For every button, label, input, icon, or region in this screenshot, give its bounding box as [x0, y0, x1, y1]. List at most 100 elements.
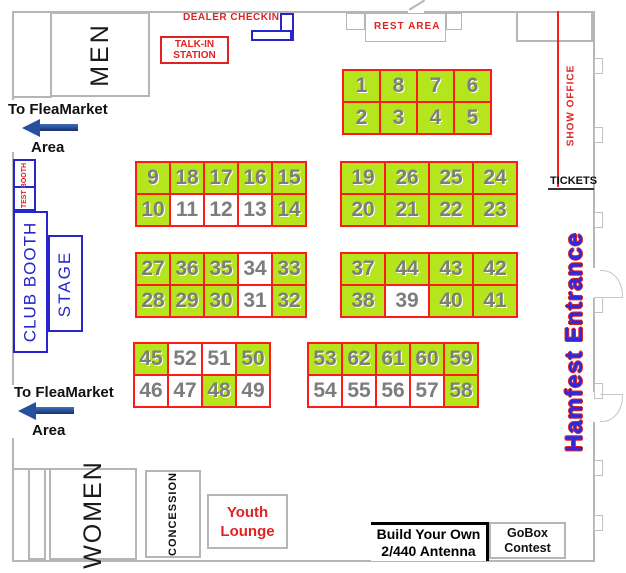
concession-label-wrap: CONCESSION: [145, 470, 201, 558]
booth-43: 43: [430, 254, 472, 284]
club-booth-label-wrap: CLUB BOOTH: [13, 211, 48, 353]
arrow-shaft: [38, 124, 78, 131]
booth-41: 41: [474, 286, 516, 316]
youth-lounge-line2: Lounge: [220, 522, 275, 540]
booth-61: 61: [377, 344, 409, 374]
booth-27: 27: [137, 254, 169, 284]
booth-31: 31: [239, 286, 271, 316]
build-antenna-box: Build Your Own 2/440 Antenna: [371, 522, 489, 561]
booth-23: 23: [474, 195, 516, 225]
men-room: [50, 12, 150, 97]
wall-left-lower: [12, 438, 14, 562]
women-side-cell: [28, 468, 46, 560]
booth-56: 56: [377, 376, 409, 406]
rest-area-flank-left: [346, 13, 365, 30]
booth-36: 36: [171, 254, 203, 284]
booth-10: 10: [137, 195, 169, 225]
gobox-line1: GoBox: [507, 525, 548, 540]
booth-18: 18: [171, 163, 203, 193]
booth-38: 38: [342, 286, 384, 316]
booth-9: 9: [137, 163, 169, 193]
tickets-label: TICKETS: [550, 175, 598, 187]
booth-57: 57: [411, 376, 443, 406]
stage-box: [48, 235, 83, 332]
booth-26: 26: [386, 163, 428, 193]
talk-in-line2: STATION: [173, 50, 216, 61]
women-room-label: WOMEN: [78, 459, 107, 569]
booth-25: 25: [430, 163, 472, 193]
booth-59: 59: [445, 344, 477, 374]
youth-lounge-box: Youth Lounge: [207, 494, 288, 549]
show-office-label: SHOW OFFICE: [565, 64, 577, 146]
booth-14: 14: [273, 195, 305, 225]
build-antenna-line1: Build Your Own: [376, 526, 481, 542]
booth-51: 51: [203, 344, 235, 374]
booth-33: 33: [273, 254, 305, 284]
arrow-head: [18, 402, 36, 420]
door-tab-6: [594, 460, 603, 476]
booth-15: 15: [273, 163, 305, 193]
concession-label: CONCESSION: [167, 472, 179, 556]
test-booth-box: [13, 159, 36, 211]
booth-24: 24: [474, 163, 516, 193]
doorway-right-2: [592, 392, 596, 422]
booth-46: 46: [135, 376, 167, 406]
booth-29: 29: [171, 286, 203, 316]
door-leaf-top: [408, 0, 426, 11]
flea-bottom-arrow-icon: [18, 402, 74, 420]
wall-bottom: [12, 560, 595, 562]
booth-2: 2: [344, 103, 379, 133]
women-room: [49, 468, 137, 560]
booth-39: 39: [386, 286, 428, 316]
booth-37: 37: [342, 254, 384, 284]
flea-bottom-line1: To FleaMarket: [14, 384, 114, 401]
booth-28: 28: [137, 286, 169, 316]
door-swing-2: [600, 394, 623, 422]
booth-22: 22: [430, 195, 472, 225]
test-booth-label: TEST BOOTH: [21, 162, 28, 208]
booth-58: 58: [445, 376, 477, 406]
booth-7: 7: [418, 71, 453, 101]
booth-13: 13: [239, 195, 271, 225]
wall-top-right: [424, 11, 594, 13]
door-tab-4: [594, 297, 603, 313]
rest-area-flank-right: [446, 13, 462, 30]
stage-label-wrap: STAGE: [48, 235, 83, 332]
arrow-head: [22, 119, 40, 137]
booth-49: 49: [237, 376, 269, 406]
booth-34: 34: [239, 254, 271, 284]
booth-54: 54: [309, 376, 341, 406]
booth-52: 52: [169, 344, 201, 374]
booth-47: 47: [169, 376, 201, 406]
flea-top-line2: Area: [31, 139, 65, 156]
women-room-label-wrap: WOMEN: [49, 460, 137, 569]
door-tab-2: [594, 127, 603, 143]
top-right-room: [516, 11, 593, 42]
booth-45: 45: [135, 344, 167, 374]
gobox-contest-box: GoBox Contest: [489, 522, 566, 559]
talk-in-station-box: TALK-IN STATION: [160, 36, 229, 64]
booth-30: 30: [205, 286, 237, 316]
rest-area-room: [365, 13, 446, 42]
test-booth-label-wrap: TEST BOOTH: [13, 159, 36, 211]
booth-3: 3: [381, 103, 416, 133]
booth-48: 48: [203, 376, 235, 406]
gobox-line2: Contest: [504, 540, 551, 555]
wall-top-left: [12, 11, 408, 13]
flea-top-arrow-icon: [22, 119, 78, 137]
booth-17: 17: [205, 163, 237, 193]
booth-21: 21: [386, 195, 428, 225]
arrow-shaft: [34, 407, 74, 414]
door-swing-1: [600, 270, 623, 298]
test-booth-divider: [15, 186, 34, 188]
men-room-label-wrap: MEN: [50, 12, 150, 97]
show-office-label-wrap: SHOW OFFICE: [560, 55, 582, 155]
